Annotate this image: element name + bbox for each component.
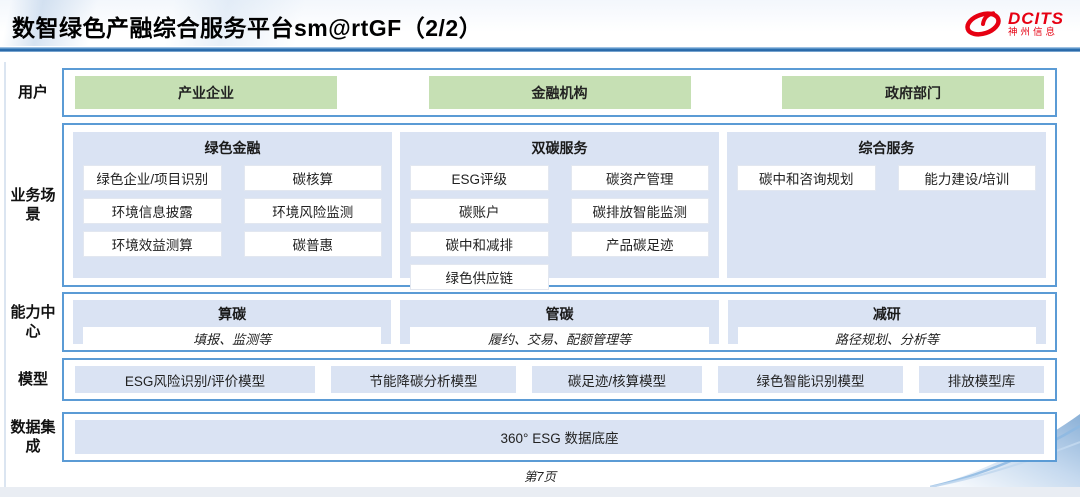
capability-desc: 填报、监测等 — [83, 327, 382, 349]
scenario-item-grid: 碳中和咨询规划 能力建设/培训 — [737, 165, 1036, 191]
scenario-item: 碳中和咨询规划 — [737, 165, 876, 191]
scenario-item: 碳核算 — [243, 165, 382, 191]
bottom-right-wave-decoration — [929, 412, 1080, 489]
dcits-swirl-icon — [963, 8, 1003, 40]
models-row: ESG风险识别/评价模型 节能降碳分析模型 碳足迹/核算模型 绿色智能识别模型 … — [62, 358, 1057, 401]
capability-title: 算碳 — [218, 306, 247, 322]
logo-subtitle: 神州信息 — [1008, 26, 1059, 38]
scenario-item-grid: 绿色企业/项目识别 碳核算 环境信息披露 环境风险监测 环境效益测算 碳普惠 — [83, 165, 382, 257]
row-label-models: 模型 — [17, 370, 48, 388]
scenario-item: 环境信息披露 — [83, 198, 222, 224]
left-edge-line — [4, 62, 6, 487]
capability-desc: 路径规划、分析等 — [737, 327, 1036, 349]
capability-panel-calc-carbon: 算碳 填报、监测等 — [73, 300, 392, 349]
user-box-financial: 金融机构 — [428, 76, 691, 109]
capability-panel-reduce-research: 减研 路径规划、分析等 — [727, 300, 1046, 349]
users-row: 产业企业 金融机构 政府部门 — [62, 68, 1057, 117]
scenario-item: 环境风险监测 — [243, 198, 382, 224]
scenario-item: ESG评级 — [410, 165, 549, 191]
title-divider-rule — [0, 47, 1080, 52]
scenario-item: 碳资产管理 — [570, 165, 709, 191]
row-label-data-integration: 数据集成 — [10, 418, 56, 456]
capability-title: 管碳 — [545, 306, 574, 322]
data-integration-row: 360° ESG 数据底座 — [62, 412, 1057, 462]
user-box-government: 政府部门 — [782, 76, 1044, 109]
scenario-panel-comprehensive: 综合服务 碳中和咨询规划 能力建设/培训 — [727, 132, 1046, 278]
capability-center-row: 算碳 填报、监测等 管碳 履约、交易、配额管理等 减研 路径规划、分析等 — [62, 292, 1057, 352]
bottom-edge-strip — [0, 487, 1080, 497]
user-box-industry: 产业企业 — [75, 76, 337, 109]
model-box: 节能降碳分析模型 — [331, 366, 516, 393]
scenario-item: 环境效益测算 — [83, 231, 222, 257]
scenario-panel-green-finance: 绿色金融 绿色企业/项目识别 碳核算 环境信息披露 环境风险监测 环境效益测算 … — [73, 132, 392, 278]
panel-title: 综合服务 — [858, 140, 915, 156]
model-box: 排放模型库 — [919, 366, 1044, 393]
logo-text: DCITS 神州信息 — [1008, 10, 1064, 38]
scenario-item: 能力建设/培训 — [897, 165, 1036, 191]
capability-title: 减研 — [872, 306, 901, 322]
scenario-item: 绿色供应链 — [410, 264, 549, 290]
top-swoosh-decoration — [0, 0, 1080, 46]
row-label-scenarios: 业务场景 — [10, 186, 56, 224]
scenario-panel-dual-carbon: 双碳服务 ESG评级 碳资产管理 碳账户 碳排放智能监测 碳中和减排 产品碳足迹… — [400, 132, 719, 290]
page-number: 第7页 — [524, 470, 556, 484]
panel-title: 双碳服务 — [531, 140, 588, 156]
scenario-item-grid: ESG评级 碳资产管理 碳账户 碳排放智能监测 碳中和减排 产品碳足迹 绿色供应… — [410, 165, 709, 290]
row-label-capabilities: 能力中心 — [10, 303, 56, 341]
scenario-item: 绿色企业/项目识别 — [83, 165, 222, 191]
page-title: 数智绿色产融综合服务平台sm@rtGF（2/2） — [12, 15, 483, 41]
business-scenarios-row: 绿色金融 绿色企业/项目识别 碳核算 环境信息披露 环境风险监测 环境效益测算 … — [62, 123, 1057, 290]
company-logo: DCITS 神州信息 — [963, 8, 1064, 40]
scenario-item: 碳普惠 — [243, 231, 382, 257]
model-box: 碳足迹/核算模型 — [532, 366, 702, 393]
model-box: 绿色智能识别模型 — [718, 366, 903, 393]
logo-brand: DCITS — [1008, 9, 1064, 29]
scenario-item: 碳排放智能监测 — [570, 198, 709, 224]
capability-panel-manage-carbon: 管碳 履约、交易、配额管理等 — [400, 300, 719, 349]
data-foundation-box: 360° ESG 数据底座 — [75, 420, 1044, 454]
scenario-item: 产品碳足迹 — [570, 231, 709, 257]
scenario-item: 碳中和减排 — [410, 231, 549, 257]
panel-title: 绿色金融 — [204, 140, 261, 156]
scenario-item: 碳账户 — [410, 198, 549, 224]
model-box: ESG风险识别/评价模型 — [75, 366, 315, 393]
capability-desc: 履约、交易、配额管理等 — [410, 327, 709, 349]
row-label-users: 用户 — [17, 83, 48, 101]
